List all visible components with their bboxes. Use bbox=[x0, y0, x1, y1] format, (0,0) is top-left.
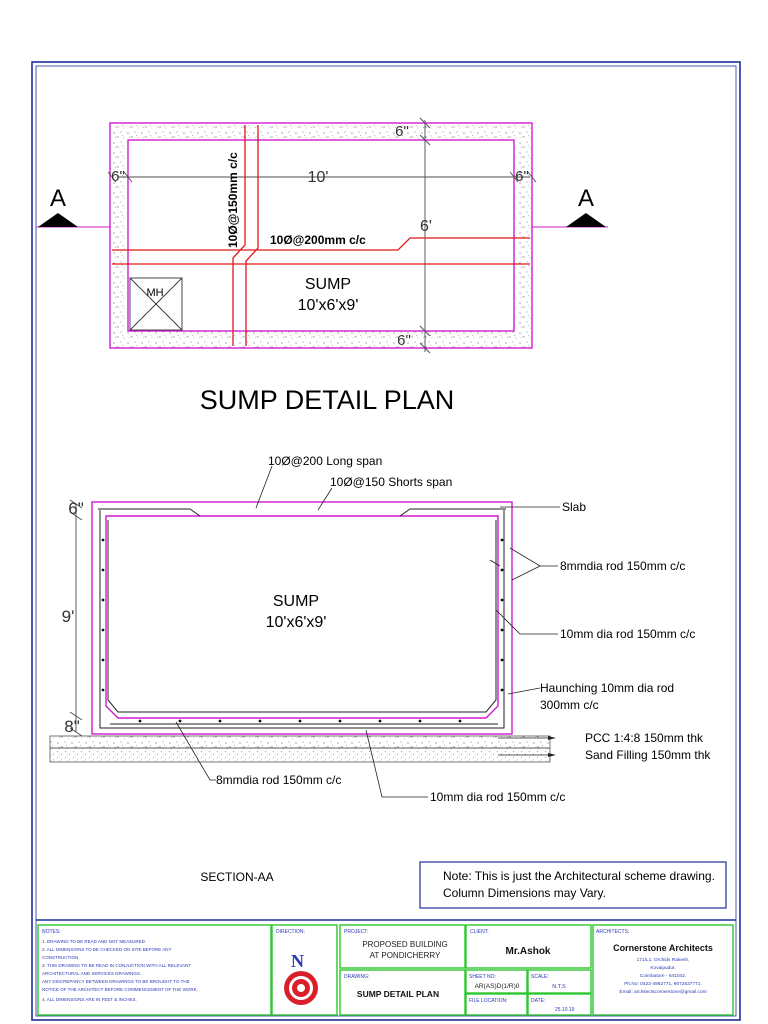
sheet-value: AR(AS)D(1/R)0 bbox=[475, 983, 520, 990]
dim-base: 8" bbox=[64, 717, 80, 736]
section-mark-a-left: A bbox=[50, 185, 66, 212]
project-line-2: AT PONDICHERRY bbox=[370, 951, 441, 960]
section-dimensions bbox=[69, 499, 83, 737]
notes-line: CONSTRUCTION. bbox=[42, 955, 80, 960]
section-title: SECTION-AA bbox=[200, 870, 273, 884]
callout-bottom-rod8: 8mmdia rod 150mm c/c bbox=[216, 773, 341, 787]
date-heading: DATE: bbox=[531, 998, 545, 1004]
client-name: Mr.Ashok bbox=[505, 946, 550, 957]
firm-address-line: 171/L1, Orchids Rakesh, bbox=[637, 957, 690, 963]
rebar-vertical-label: 10Ø@150mm c/c bbox=[226, 152, 240, 248]
callout-sand: Sand Filling 150mm thk bbox=[585, 748, 711, 762]
pcc-layer bbox=[49, 735, 551, 749]
sheet-frame bbox=[31, 61, 741, 1021]
scale-heading: SCALE: bbox=[531, 974, 549, 980]
date-value: 25.10.19 bbox=[555, 1007, 575, 1013]
plan-rebars bbox=[112, 125, 530, 346]
plan-title: SUMP DETAIL PLAN bbox=[200, 385, 455, 415]
notes-line: ARCHITECTURAL AND SERVICES DRAWINGS. bbox=[42, 971, 141, 976]
section-marker-left bbox=[38, 213, 78, 227]
notes-line: 3. THIS DRAWING TO BE READ IN CONJUCTION… bbox=[42, 963, 191, 968]
notes-line: ANY DISCREPANCY BETWEEN DRAWINGS TO BE B… bbox=[42, 979, 190, 984]
north-emblem-icon bbox=[284, 971, 318, 1005]
section-sump-size: 10'x6'x9' bbox=[266, 614, 327, 631]
dim-bottom-wall: 6" bbox=[397, 332, 411, 349]
sand-layer bbox=[49, 747, 551, 763]
dim-slab: 6" bbox=[68, 499, 84, 518]
dim-top-wall: 6" bbox=[395, 123, 409, 140]
firm-name: Cornerstone Architects bbox=[613, 943, 713, 953]
rebar-long-span-label: 10Ø@200 Long span bbox=[268, 454, 382, 468]
firm-address-line: Kovaipudur, bbox=[650, 965, 675, 971]
manhole-label: MH bbox=[146, 287, 163, 299]
section-arrows bbox=[548, 736, 556, 757]
callout-rod10: 10mm dia rod 150mm c/c bbox=[560, 627, 695, 641]
callout-haunch-line1: Haunching 10mm dia rod bbox=[540, 681, 674, 695]
section-rebar-dots bbox=[101, 538, 504, 723]
plan-sump-label: SUMP bbox=[305, 276, 351, 293]
drawing-heading: DRAWING: bbox=[344, 974, 369, 980]
dim-height: 9' bbox=[62, 607, 75, 626]
callout-pcc: PCC 1:4:8 150mm thk bbox=[585, 731, 704, 745]
architects-heading: ARCHITECTS: bbox=[596, 929, 629, 935]
notes-heading: NOTES: bbox=[42, 929, 61, 935]
dim-length: 10' bbox=[308, 169, 329, 186]
dim-right-wall: 6" bbox=[515, 168, 529, 185]
section-sump-label: SUMP bbox=[273, 593, 319, 610]
sump-plan bbox=[36, 117, 608, 354]
north-letter: N bbox=[291, 951, 304, 971]
notes-line: 2. ALL DIMENSIONS TO BE CHECKED ON SITE … bbox=[42, 947, 171, 952]
project-line-1: PROPOSED BUILDING bbox=[362, 940, 447, 949]
rebar-short-span-label: 10Ø@150 Shorts span bbox=[330, 475, 452, 489]
project-heading: PROJECT: bbox=[344, 929, 368, 935]
section-marker-right bbox=[566, 213, 606, 227]
firm-address-line: Coimbatore - 641042. bbox=[640, 973, 686, 979]
scale-value: N.T.S bbox=[552, 984, 566, 990]
manhole bbox=[129, 277, 183, 331]
client-heading: CLIENT: bbox=[470, 929, 489, 935]
rebar-horizontal-label: 10Ø@200mm c/c bbox=[270, 233, 366, 247]
callout-bottom-rod10: 10mm dia rod 150mm c/c bbox=[430, 790, 565, 804]
dim-width: 6' bbox=[420, 218, 432, 235]
dim-left-wall: 6" bbox=[111, 168, 125, 185]
notes-line: 1. DRAWING TO BE READ AND NOT MEASURED. bbox=[42, 939, 146, 944]
file-location-heading: FILE LOCATION: bbox=[469, 998, 508, 1004]
section-mark-a-right: A bbox=[578, 185, 594, 212]
note-box bbox=[419, 861, 727, 909]
notes-line: 4. ALL DIMENSIONS ARE IN FEET & INCHES. bbox=[42, 997, 137, 1002]
title-block bbox=[36, 919, 736, 1016]
note-line-2: Column Dimensions may Vary. bbox=[443, 886, 606, 900]
callout-slab: Slab bbox=[562, 500, 586, 514]
section-rebars bbox=[98, 508, 506, 729]
sump-section bbox=[49, 465, 560, 798]
notes-line: NOTICE OF THE ARCHITECT BEFORE COMMENCEM… bbox=[42, 987, 198, 992]
firm-phone: Ph.No: 0422-4962771, 9072637771. bbox=[624, 981, 702, 987]
section-leaders bbox=[175, 465, 560, 798]
callout-rod8: 8mmdia rod 150mm c/c bbox=[560, 559, 685, 573]
plan-dimensions bbox=[107, 117, 537, 354]
firm-email: Email: architectscornerstone@gmail.com bbox=[619, 989, 706, 995]
plan-sump-size: 10'x6'x9' bbox=[298, 297, 359, 314]
drawing-name: SUMP DETAIL PLAN bbox=[357, 989, 439, 999]
note-line-1: Note: This is just the Architectural sch… bbox=[443, 869, 715, 883]
sheet-heading: SHEET NO: bbox=[469, 974, 496, 980]
direction-heading: DIRECTION: bbox=[276, 929, 305, 935]
callout-haunch-line2: 300mm c/c bbox=[540, 698, 599, 712]
